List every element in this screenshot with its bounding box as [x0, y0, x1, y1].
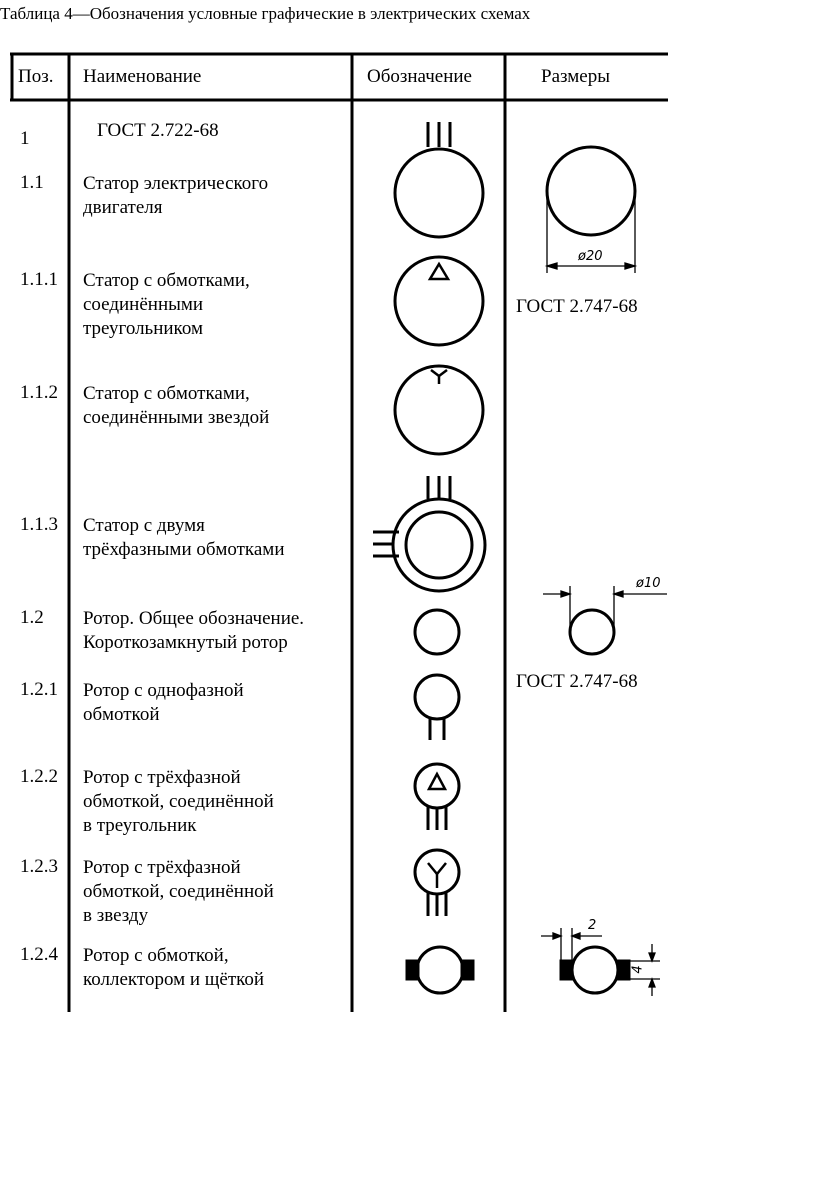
- rotor-star-symbol: [413, 848, 461, 916]
- dimension-lines: [541, 193, 667, 996]
- stator-double-winding-symbol: [373, 476, 487, 593]
- rotor-delta-symbol: [413, 762, 461, 830]
- stator-delta-symbol: [393, 255, 485, 347]
- row-pos: 1.2.1: [20, 679, 58, 700]
- rotor-symbol: [413, 608, 461, 656]
- row-pos: 1.2.3: [20, 856, 58, 877]
- row-name: Ротор с однофазной обмоткой: [83, 680, 244, 725]
- size-rotor-brush: [559, 945, 631, 995]
- header-size: Размеры: [541, 66, 610, 87]
- row-pos: 1.1.1: [20, 269, 58, 290]
- table-caption: Таблица 4—Обозначения условные графическ…: [0, 4, 531, 23]
- header-name: Наименование: [83, 66, 202, 87]
- row-pos: 1.1.3: [20, 514, 58, 535]
- row-name: Статор с обмотками, соединёнными звездой: [83, 383, 270, 428]
- row-pos: 1.1: [20, 172, 44, 193]
- row-name: Статор с обмотками, соединёнными треугол…: [83, 270, 250, 339]
- dim-label-brush-height: 4: [630, 965, 646, 974]
- row-pos: 1: [20, 128, 30, 149]
- size-rotor-circle: [568, 608, 616, 656]
- stator-symbol: [393, 122, 485, 239]
- row-name: Ротор с обмоткой, коллектором и щёткой: [83, 945, 265, 990]
- header-pos: Поз.: [18, 66, 54, 87]
- row-pos: 1.2.2: [20, 766, 58, 787]
- row-name: Ротор с трёхфазной обмоткой, соединённой…: [83, 767, 274, 836]
- dim-label-stator: ø20: [578, 249, 603, 264]
- row-name: Ротор с трёхфазной обмоткой, соединённой…: [83, 857, 274, 926]
- row-name: Статор с двумя трёхфазными обмотками: [83, 515, 285, 560]
- header-symbol: Обозначение: [367, 66, 472, 87]
- row-pos: 1.2: [20, 607, 44, 628]
- rotor-single-phase-symbol: [413, 673, 461, 740]
- row-name: Ротор. Общее обозначение. Короткозамкнут…: [83, 608, 305, 653]
- row-pos: 1.1.2: [20, 382, 58, 403]
- row-name: ГОСТ 2.722-68: [97, 120, 219, 141]
- row-name: Статор электрического двигателя: [83, 173, 269, 218]
- dim-label-brush-width: 2: [588, 918, 597, 933]
- size-stator-circle: [545, 145, 637, 237]
- stator-star-symbol: [393, 364, 485, 456]
- rotor-brush-symbol: [405, 945, 475, 995]
- size-gost-2: ГОСТ 2.747-68: [516, 671, 638, 692]
- row-pos: 1.2.4: [20, 944, 58, 965]
- size-gost-1: ГОСТ 2.747-68: [516, 296, 638, 317]
- dim-label-rotor: ø10: [636, 576, 661, 591]
- table-grid: [10, 52, 668, 1012]
